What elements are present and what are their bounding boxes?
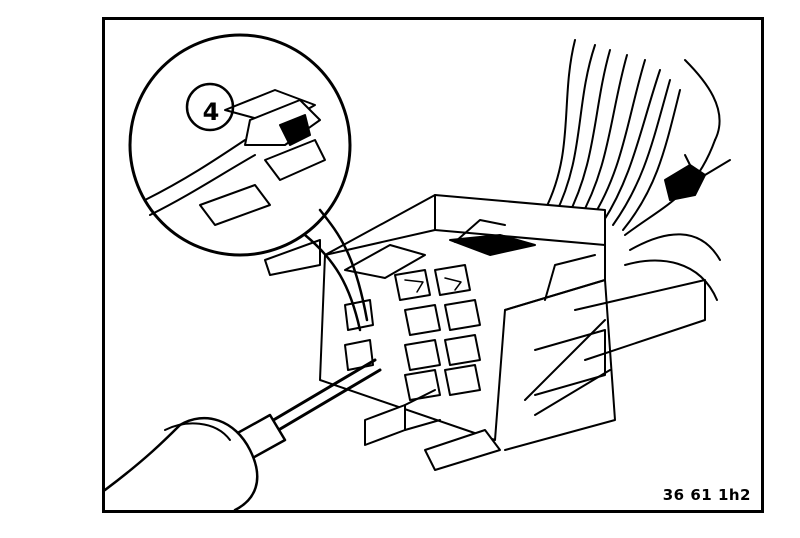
- latch-tabs: [364, 389, 501, 471]
- magnifier-detail: [128, 33, 352, 257]
- terminal-cavities: [344, 264, 481, 401]
- connector-housing: [264, 194, 706, 451]
- leader-lines: [303, 208, 369, 332]
- connector-illustration: [105, 33, 731, 510]
- screwdriver: [105, 358, 382, 510]
- figure-frame: 4 36 61 1h2: [102, 17, 764, 513]
- wire-terminal: [664, 154, 731, 201]
- callout-number: 4: [202, 98, 220, 126]
- figure-code: 36 61 1h2: [662, 486, 751, 504]
